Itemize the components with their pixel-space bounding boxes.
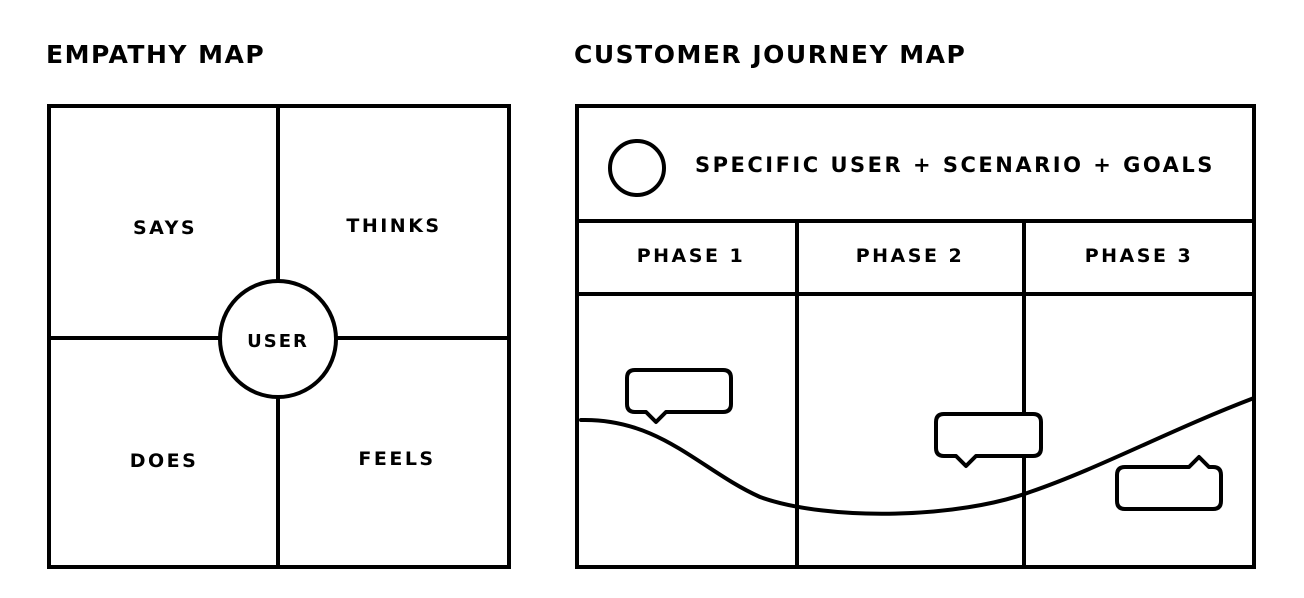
persona-avatar-circle [608,139,666,197]
phase-header-divider [577,292,1256,296]
phase-divider-2 [1022,221,1026,567]
quadrant-thinks-label: THINKS [346,215,442,237]
persona-row-divider [577,219,1254,223]
empathy-map-title: EMPATHY MAP [46,40,266,69]
phase-2-label: PHASE 2 [855,245,965,267]
persona-description: SPECIFIC USER + SCENARIO + GOALS [695,153,1215,177]
quadrant-does-label: DOES [129,450,199,472]
journey-map-frame [575,104,1256,569]
journey-map-title: CUSTOMER JOURNEY MAP [574,40,967,69]
user-label: USER [247,331,309,352]
phase-3-label: PHASE 3 [1084,245,1194,267]
phase-divider-1 [795,221,799,567]
phase-1-label: PHASE 1 [636,245,746,267]
quadrant-feels-label: FEELS [358,448,436,470]
user-circle [218,279,338,399]
quadrant-says-label: SAYS [132,217,198,239]
